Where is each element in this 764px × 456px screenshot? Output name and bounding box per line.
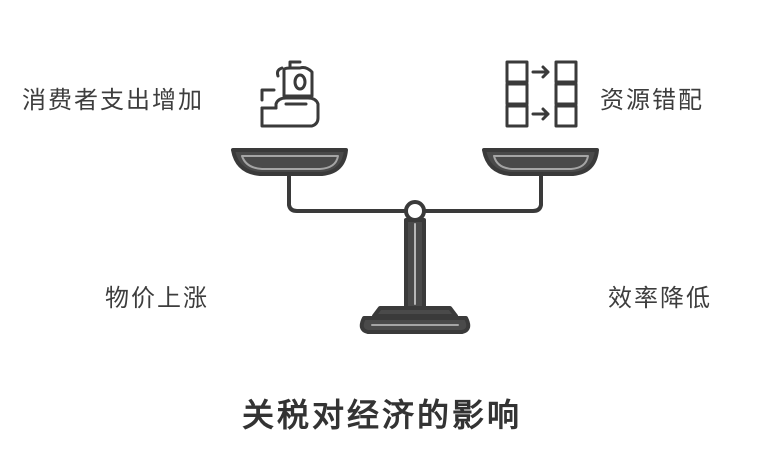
scale-base	[359, 306, 471, 334]
right-pan	[424, 148, 599, 213]
label-consumer-spending: 消费者支出增加	[22, 86, 204, 114]
label-efficiency-drop: 效率降低	[608, 284, 712, 312]
resource-blocks-arrows-icon	[505, 60, 578, 128]
label-price-rise: 物价上涨	[105, 284, 209, 312]
hand-holding-money-icon	[260, 60, 320, 128]
label-resource-misallocation: 资源错配	[600, 86, 704, 114]
left-pan	[231, 148, 406, 213]
pivot-ring	[404, 200, 426, 222]
diagram-title: 关税对经济的影响	[241, 396, 522, 434]
scale-pole	[404, 218, 426, 310]
